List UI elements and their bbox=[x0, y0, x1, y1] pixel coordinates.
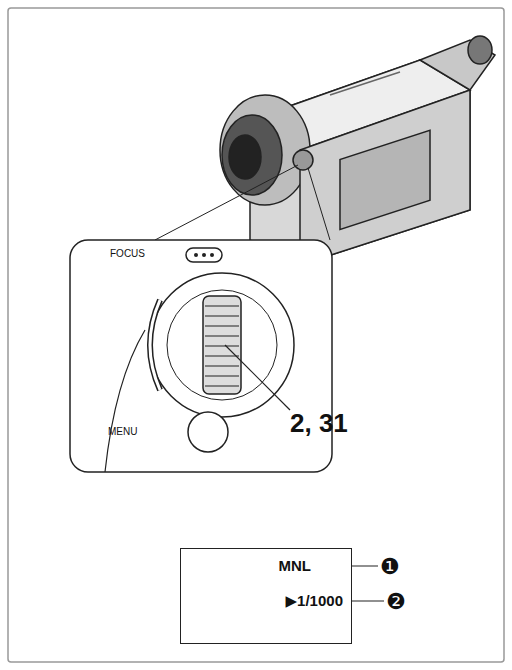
button-label: FOCUS bbox=[110, 248, 145, 259]
button-label: MENU bbox=[108, 426, 137, 437]
callout-number: ❷ bbox=[386, 589, 406, 615]
step-number: 2, 31 bbox=[290, 408, 348, 439]
display-screen: MNL ▶1/1000 bbox=[180, 548, 352, 644]
display-text: MNL bbox=[279, 557, 312, 574]
callout-number: ❶ bbox=[380, 554, 400, 580]
display-text: ▶1/1000 bbox=[286, 592, 343, 610]
